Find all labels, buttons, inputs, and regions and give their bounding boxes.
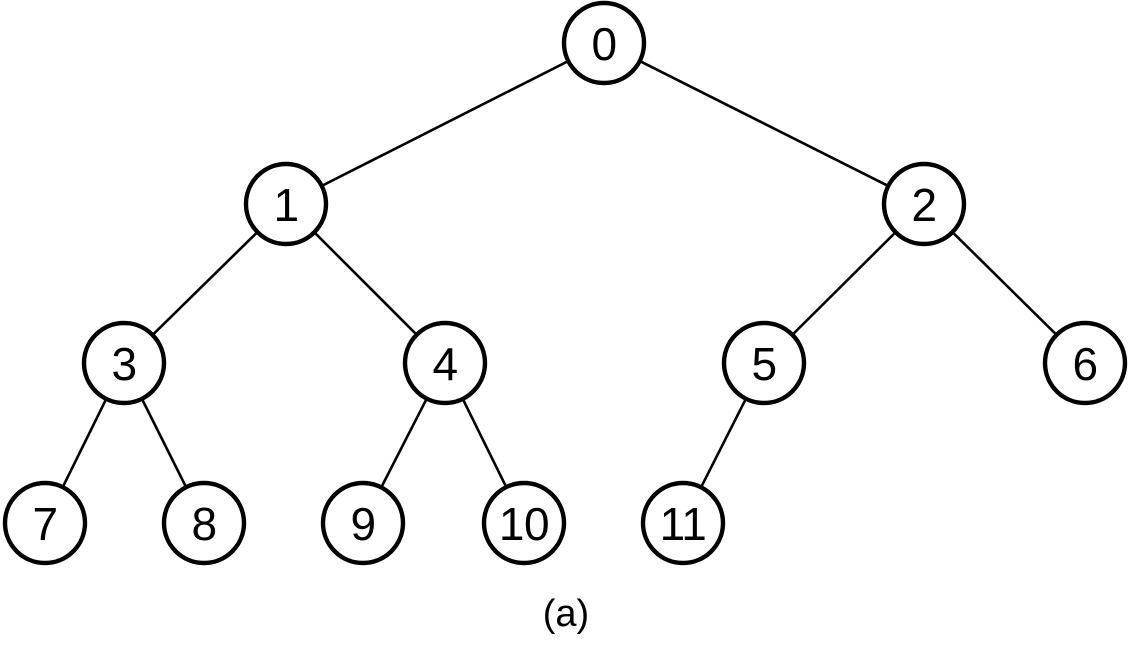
tree-edge-1-4 — [312, 230, 419, 337]
tree-node-label-11: 11 — [660, 498, 707, 550]
tree-node-circle-4[interactable] — [402, 320, 488, 406]
tree-node-label-2: 2 — [911, 179, 936, 231]
tree-node-circle-7[interactable] — [2, 480, 88, 566]
tree-node-circle-0[interactable] — [561, 0, 647, 86]
tree-edge-3-7 — [60, 396, 109, 490]
tree-node-circle-3[interactable] — [81, 320, 167, 406]
tree-node-label-1: 1 — [273, 179, 298, 231]
tree-edge-3-8 — [140, 396, 188, 490]
tree-node-label-6: 6 — [1072, 338, 1097, 390]
tree-node-1[interactable]: 1 — [243, 161, 329, 247]
tree-node-circle-8[interactable] — [161, 480, 247, 566]
tree-node-10[interactable]: 10 — [481, 480, 567, 566]
tree-node-label-8: 8 — [191, 498, 216, 550]
tree-edge-2-5 — [790, 230, 898, 337]
tree-node-circle-10[interactable] — [481, 480, 567, 566]
tree-edge-1-3 — [150, 230, 260, 337]
tree-node-label-7: 7 — [32, 498, 57, 550]
node-layer: 0 1 2 3 4 5 6 7 8 9 10 11 — [2, 0, 1128, 566]
tree-node-label-5: 5 — [751, 338, 776, 390]
tree-node-0[interactable]: 0 — [561, 0, 647, 86]
tree-node-circle-11[interactable] — [640, 480, 726, 566]
tree-node-8[interactable]: 8 — [161, 480, 247, 566]
tree-node-3[interactable]: 3 — [81, 320, 167, 406]
tree-edge-4-9 — [379, 396, 429, 490]
tree-node-5[interactable]: 5 — [721, 320, 807, 406]
tree-node-6[interactable]: 6 — [1042, 320, 1128, 406]
tree-node-label-9: 9 — [350, 498, 375, 550]
tree-node-4[interactable]: 4 — [402, 320, 488, 406]
tree-edge-0-1 — [319, 59, 571, 188]
tree-node-label-3: 3 — [111, 338, 136, 390]
tree-node-circle-5[interactable] — [721, 320, 807, 406]
edge-layer — [60, 59, 1059, 490]
tree-node-circle-6[interactable] — [1042, 320, 1128, 406]
tree-edge-0-2 — [637, 59, 891, 188]
tree-node-9[interactable]: 9 — [320, 480, 406, 566]
tree-node-label-4: 4 — [432, 338, 457, 390]
tree-edge-2-6 — [950, 230, 1059, 337]
tree-node-circle-2[interactable] — [881, 161, 967, 247]
tree-node-label-0: 0 — [591, 18, 616, 70]
tree-node-label-10: 10 — [499, 498, 549, 550]
tree-node-7[interactable]: 7 — [2, 480, 88, 566]
tree-node-11[interactable]: 11 — [640, 480, 726, 566]
tree-node-2[interactable]: 2 — [881, 161, 967, 247]
tree-node-circle-1[interactable] — [243, 161, 329, 247]
tree-edge-4-10 — [460, 396, 509, 490]
tree-edge-5-11 — [699, 396, 748, 490]
tree-node-circle-9[interactable] — [320, 480, 406, 566]
figure-caption: (a) — [543, 593, 589, 635]
